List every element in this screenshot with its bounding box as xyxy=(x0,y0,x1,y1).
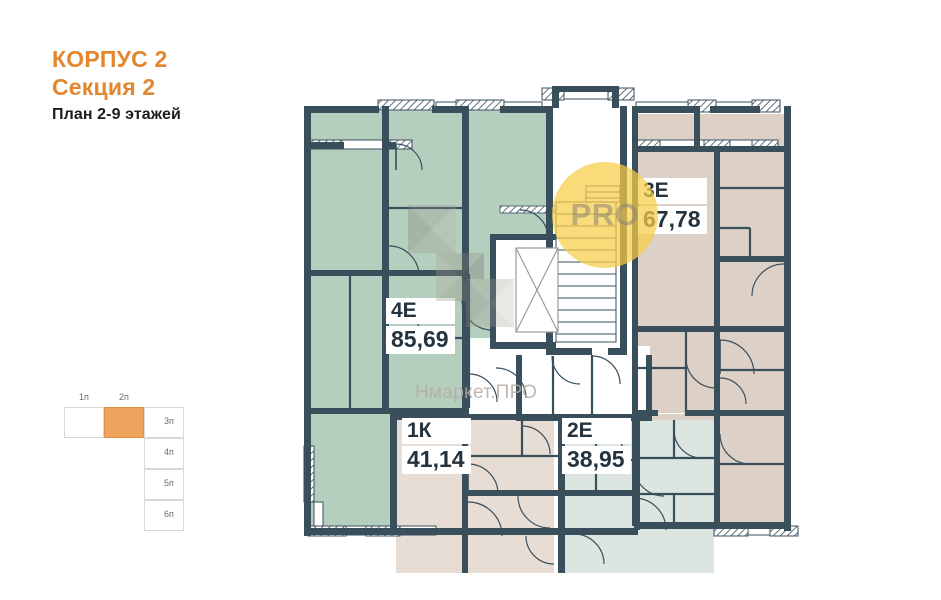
page-title: КОРПУС 2 Секция 2 План 2-9 этажей xyxy=(52,46,312,124)
selector-side-label-3p: 3п xyxy=(164,416,174,426)
selector-side-label-5p: 5п xyxy=(164,478,174,488)
elevator-shaft xyxy=(515,247,559,333)
selector-cell-4p[interactable] xyxy=(144,438,184,469)
selector-cell-5p[interactable] xyxy=(144,469,184,500)
floors-subtitle: План 2-9 этажей xyxy=(52,106,181,124)
section-title: Секция 2 xyxy=(52,74,156,101)
selector-top-label-1: 1п xyxy=(79,392,89,402)
selector-cell-3p[interactable] xyxy=(144,407,184,438)
apartment-zone-2e xyxy=(562,420,714,573)
selector-side-label-4p: 4п xyxy=(164,447,174,457)
selector-cell-6p[interactable] xyxy=(144,500,184,531)
staircase xyxy=(555,185,621,343)
apartment-zone-1k xyxy=(396,420,554,573)
selector-side-label-6p: 6п xyxy=(164,509,174,519)
plan-geometry xyxy=(303,86,799,573)
building-title: КОРПУС 2 xyxy=(52,46,168,72)
selector-cell-1p[interactable] xyxy=(64,407,104,438)
section-selector[interactable]: 1п 2п 3п 4п 5п 6п xyxy=(64,392,194,562)
walls xyxy=(304,86,791,573)
selector-top-label-2: 2п xyxy=(119,392,129,402)
selector-cell-2p[interactable] xyxy=(104,407,144,438)
floor-plan-drawing[interactable]: 4Е 85,69 3Е 67,78 1К 41,14 2Е 38,95 xyxy=(290,78,915,573)
